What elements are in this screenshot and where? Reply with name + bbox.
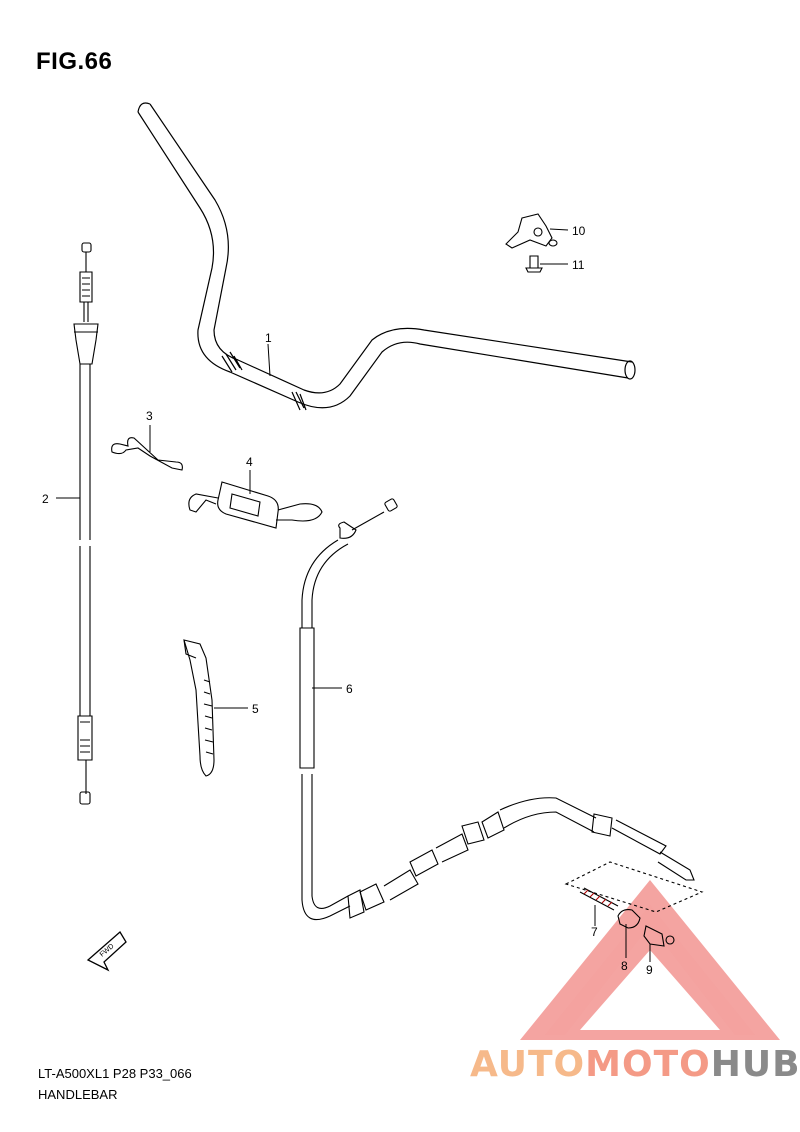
watermark-part-moto: MOTO: [585, 1044, 711, 1085]
clip-part-3: [111, 437, 183, 471]
footer-name: HANDLEBAR: [38, 1087, 118, 1102]
callout-5: 5: [252, 702, 259, 716]
watermark-part-auto: AUTO: [470, 1044, 586, 1085]
small-parts-group: [564, 861, 704, 947]
callout-2: 2: [42, 492, 49, 506]
callout-10: 10: [572, 224, 586, 238]
callout-11: 11: [572, 258, 585, 272]
handlebar-part: [137, 102, 636, 411]
watermark-logo: AUTOMOTOHUB: [470, 1044, 800, 1085]
switch-bracket-part: [505, 213, 558, 273]
cable-tie-part-5: [183, 639, 215, 777]
callout-3: 3: [146, 409, 153, 423]
watermark-triangle: [520, 880, 780, 1040]
footer-code: LT-A500XL1 P28 P33_066: [38, 1066, 192, 1081]
fwd-arrow-icon: FWD: [86, 930, 127, 972]
cable-part-2: [73, 242, 99, 805]
callout-6: 6: [346, 682, 353, 696]
callout-8: 8: [621, 959, 628, 973]
leader-lines: [56, 228, 651, 962]
callout-numbers: 1 2 3 4 5 6 7 8 9 10 11: [42, 224, 653, 977]
callout-7: 7: [591, 925, 598, 939]
clamp-part-4: [188, 481, 323, 529]
callout-1: 1: [265, 331, 272, 345]
callout-4: 4: [246, 455, 253, 469]
cable-part-6: [299, 498, 695, 921]
callout-9: 9: [646, 963, 653, 977]
figure-title: FIG.66: [36, 48, 113, 75]
watermark-part-hub: HUB: [710, 1044, 800, 1085]
